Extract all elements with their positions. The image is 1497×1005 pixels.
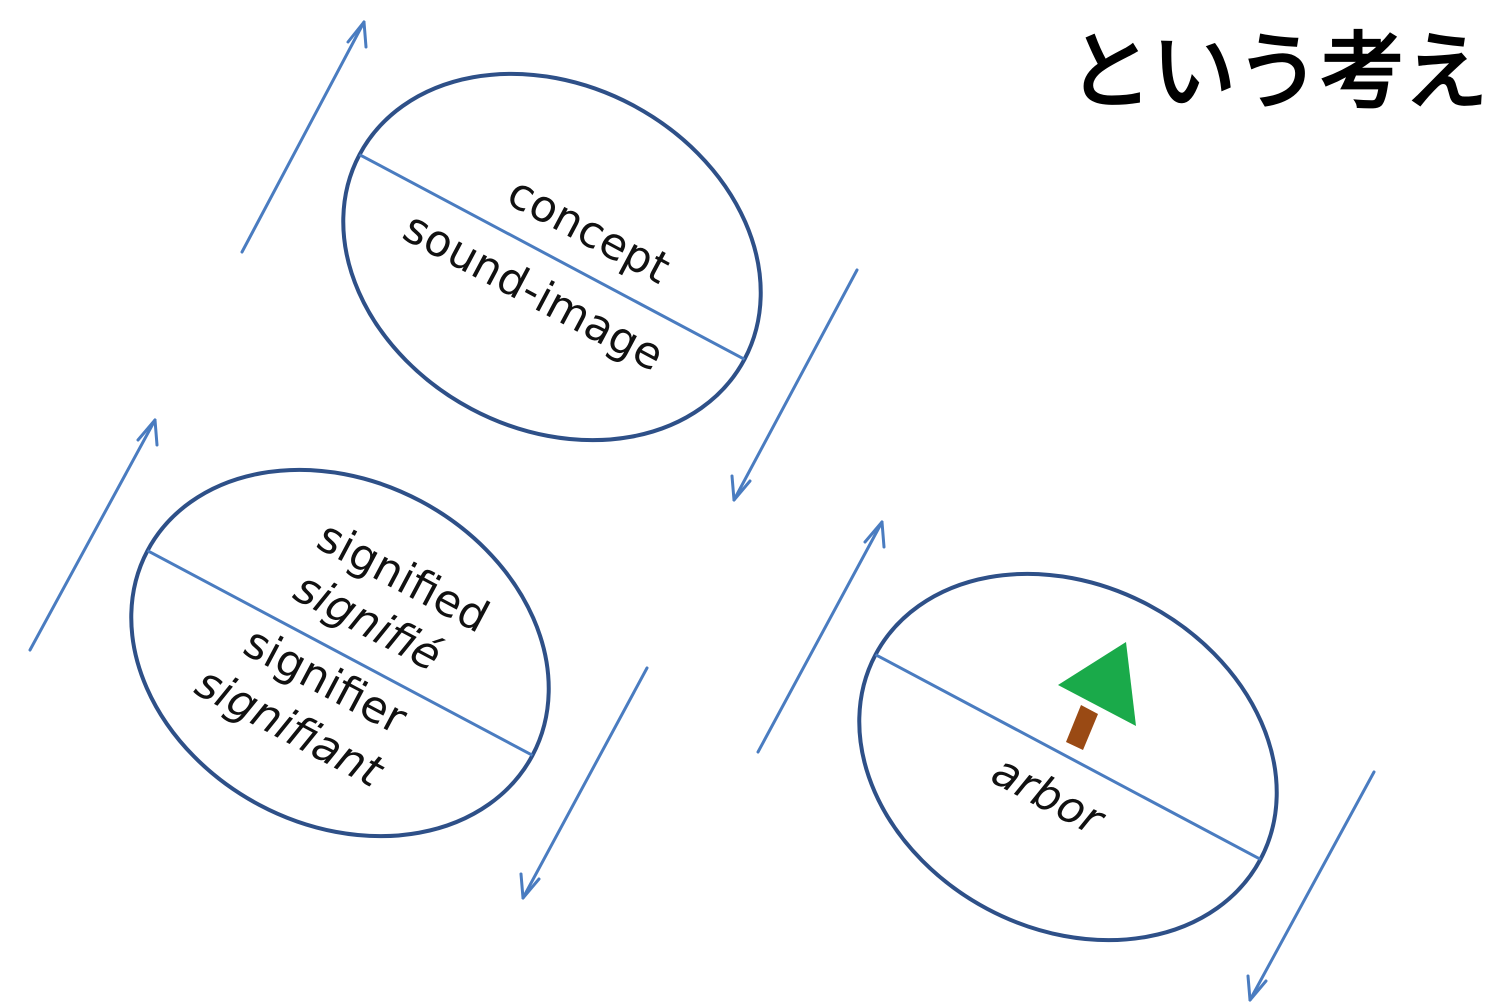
sign-divider-line — [358, 153, 746, 361]
down-arrow — [730, 268, 859, 502]
sign-signified-signifier: signified signifié signifier signifiant — [28, 418, 649, 900]
sign-ellipse — [857, 571, 1279, 943]
sign-tree-arbor: arbor — [756, 520, 1376, 1002]
up-arrow — [756, 520, 886, 754]
up-arrow — [240, 20, 368, 254]
sign-divider-line — [874, 653, 1262, 861]
slide-heading: という考え — [1068, 23, 1489, 121]
down-arrow — [1246, 770, 1376, 1002]
down-arrow — [519, 666, 649, 900]
tree-crown — [1058, 642, 1136, 726]
up-arrow — [28, 418, 159, 652]
tree-trunk — [1066, 705, 1098, 750]
tree-icon — [1058, 642, 1136, 750]
sign-divider-line — [146, 549, 534, 757]
sign-concept-sound-image: concept sound-image — [240, 20, 859, 502]
